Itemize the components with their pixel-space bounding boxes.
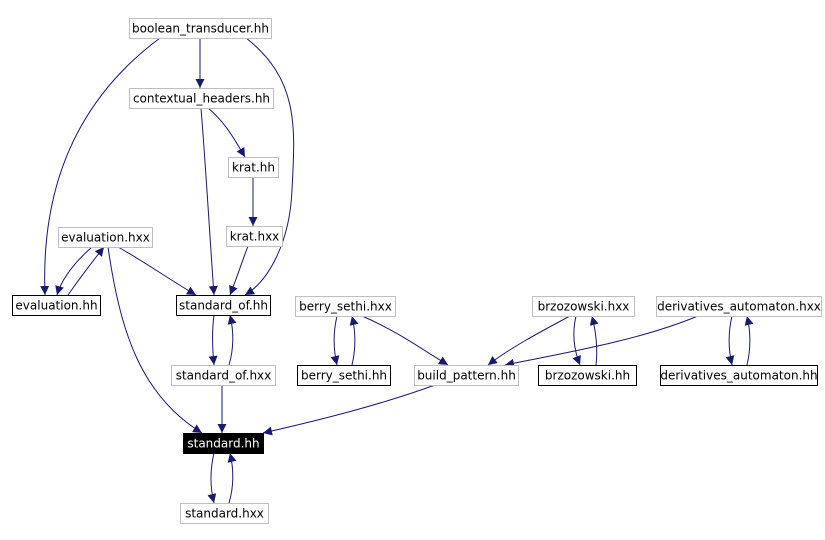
edge-derivatives-automaton-hxx-to-build-pattern-hh xyxy=(504,315,699,368)
node-krat-hxx[interactable]: krat.hxx xyxy=(226,226,283,247)
node-label: berry_sethi.hh xyxy=(301,369,387,383)
node-box xyxy=(171,365,276,386)
edge-brzozowski-hh-to-brzozowski-hxx xyxy=(589,315,599,366)
node-label: krat.hxx xyxy=(230,230,280,244)
edge-standard-of-hxx-to-standard-of-hh xyxy=(227,314,237,366)
node-label: standard_of.hxx xyxy=(176,369,272,383)
node-box xyxy=(180,503,269,524)
node-label: standard_of.hh xyxy=(179,299,268,313)
node-brzozowski-hh[interactable]: brzozowski.hh xyxy=(538,365,637,386)
node-box xyxy=(176,295,271,316)
node-box xyxy=(656,296,822,317)
node-box xyxy=(129,88,274,109)
node-derivatives-automaton-hh[interactable]: derivatives_automaton.hh xyxy=(660,365,818,386)
node-derivatives-automaton-hxx[interactable]: derivatives_automaton.hxx xyxy=(656,296,822,317)
edge-evaluation-hh-to-evaluation-hxx xyxy=(67,246,105,296)
edge-boolean-transducer-hh-to-evaluation-hh xyxy=(40,37,161,296)
node-label: brzozowski.hh xyxy=(545,369,630,383)
node-box xyxy=(295,296,396,317)
edge-evaluation-hxx-to-evaluation-hh xyxy=(55,246,93,296)
node-label: evaluation.hh xyxy=(15,299,97,313)
node-box xyxy=(414,365,519,386)
edge-contextual-headers-hh-to-krat-hh xyxy=(207,107,246,158)
node-label: contextual_headers.hh xyxy=(133,92,270,106)
node-berry-sethi-hh[interactable]: berry_sethi.hh xyxy=(297,365,391,386)
node-box xyxy=(532,296,635,317)
edge-standard-hxx-to-standard-hh xyxy=(227,452,237,504)
node-brzozowski-hxx[interactable]: brzozowski.hxx xyxy=(532,296,635,317)
edge-standard-of-hh-to-standard-of-hxx xyxy=(208,314,218,366)
edge-evaluation-hxx-to-standard-hh xyxy=(107,246,203,434)
edge-brzozowski-hxx-to-brzozowski-hh xyxy=(572,315,581,366)
edge-berry-sethi-hxx-to-build-pattern-hh xyxy=(361,315,449,366)
node-box xyxy=(12,295,101,316)
node-evaluation-hxx[interactable]: evaluation.hxx xyxy=(58,227,153,248)
edge-berry-sethi-hh-to-berry-sethi-hxx xyxy=(349,315,359,366)
node-standard-of-hh[interactable]: standard_of.hh xyxy=(176,295,271,316)
node-label: berry_sethi.hxx xyxy=(299,300,392,314)
node-box xyxy=(129,18,272,39)
node-label: boolean_transducer.hh xyxy=(132,22,269,36)
edge-boolean-transducer-hh-to-standard-of-hh xyxy=(244,37,295,296)
edge-berry-sethi-hxx-to-berry-sethi-hh xyxy=(330,315,340,366)
node-build-pattern-hh[interactable]: build_pattern.hh xyxy=(414,365,519,386)
node-contextual-headers-hh[interactable]: contextual_headers.hh xyxy=(129,88,274,109)
node-box xyxy=(538,365,637,386)
edge-evaluation-hxx-to-standard-of-hh xyxy=(117,246,197,296)
edge-derivatives-automaton-hxx-to-derivatives-automaton-hh xyxy=(725,315,735,366)
node-box xyxy=(228,157,279,178)
edge-standard-hh-to-standard-hxx xyxy=(207,452,217,504)
node-krat-hh[interactable]: krat.hh xyxy=(228,157,279,178)
node-berry-sethi-hxx[interactable]: berry_sethi.hxx xyxy=(295,296,396,317)
node-box xyxy=(58,227,153,248)
node-standard-hxx[interactable]: standard.hxx xyxy=(180,503,269,524)
node-label: brzozowski.hxx xyxy=(538,300,630,314)
node-box xyxy=(183,433,264,454)
edge-krat-hxx-to-standard-of-hh xyxy=(229,245,249,296)
node-label: krat.hh xyxy=(232,161,275,175)
node-label: standard.hh xyxy=(187,437,259,451)
node-label: evaluation.hxx xyxy=(61,231,150,245)
edge-contextual-headers-hh-to-standard-of-hh xyxy=(200,107,218,296)
node-box xyxy=(226,226,283,247)
edge-brzozowski-hxx-to-build-pattern-hh xyxy=(487,315,571,366)
edge-derivatives-automaton-hh-to-derivatives-automaton-hxx xyxy=(744,315,754,366)
node-box xyxy=(297,365,391,386)
node-label: build_pattern.hh xyxy=(417,369,516,383)
node-box xyxy=(660,365,818,386)
node-boolean-transducer-hh[interactable]: boolean_transducer.hh xyxy=(129,18,272,39)
node-label: derivatives_automaton.hh xyxy=(660,369,817,383)
node-label: standard.hxx xyxy=(185,507,264,521)
node-label: derivatives_automaton.hxx xyxy=(657,300,821,314)
node-standard-of-hxx[interactable]: standard_of.hxx xyxy=(171,365,276,386)
edge-build-pattern-hh-to-standard-hh xyxy=(262,384,436,436)
node-standard-hh[interactable]: standard.hh xyxy=(183,433,264,454)
node-evaluation-hh[interactable]: evaluation.hh xyxy=(12,295,101,316)
